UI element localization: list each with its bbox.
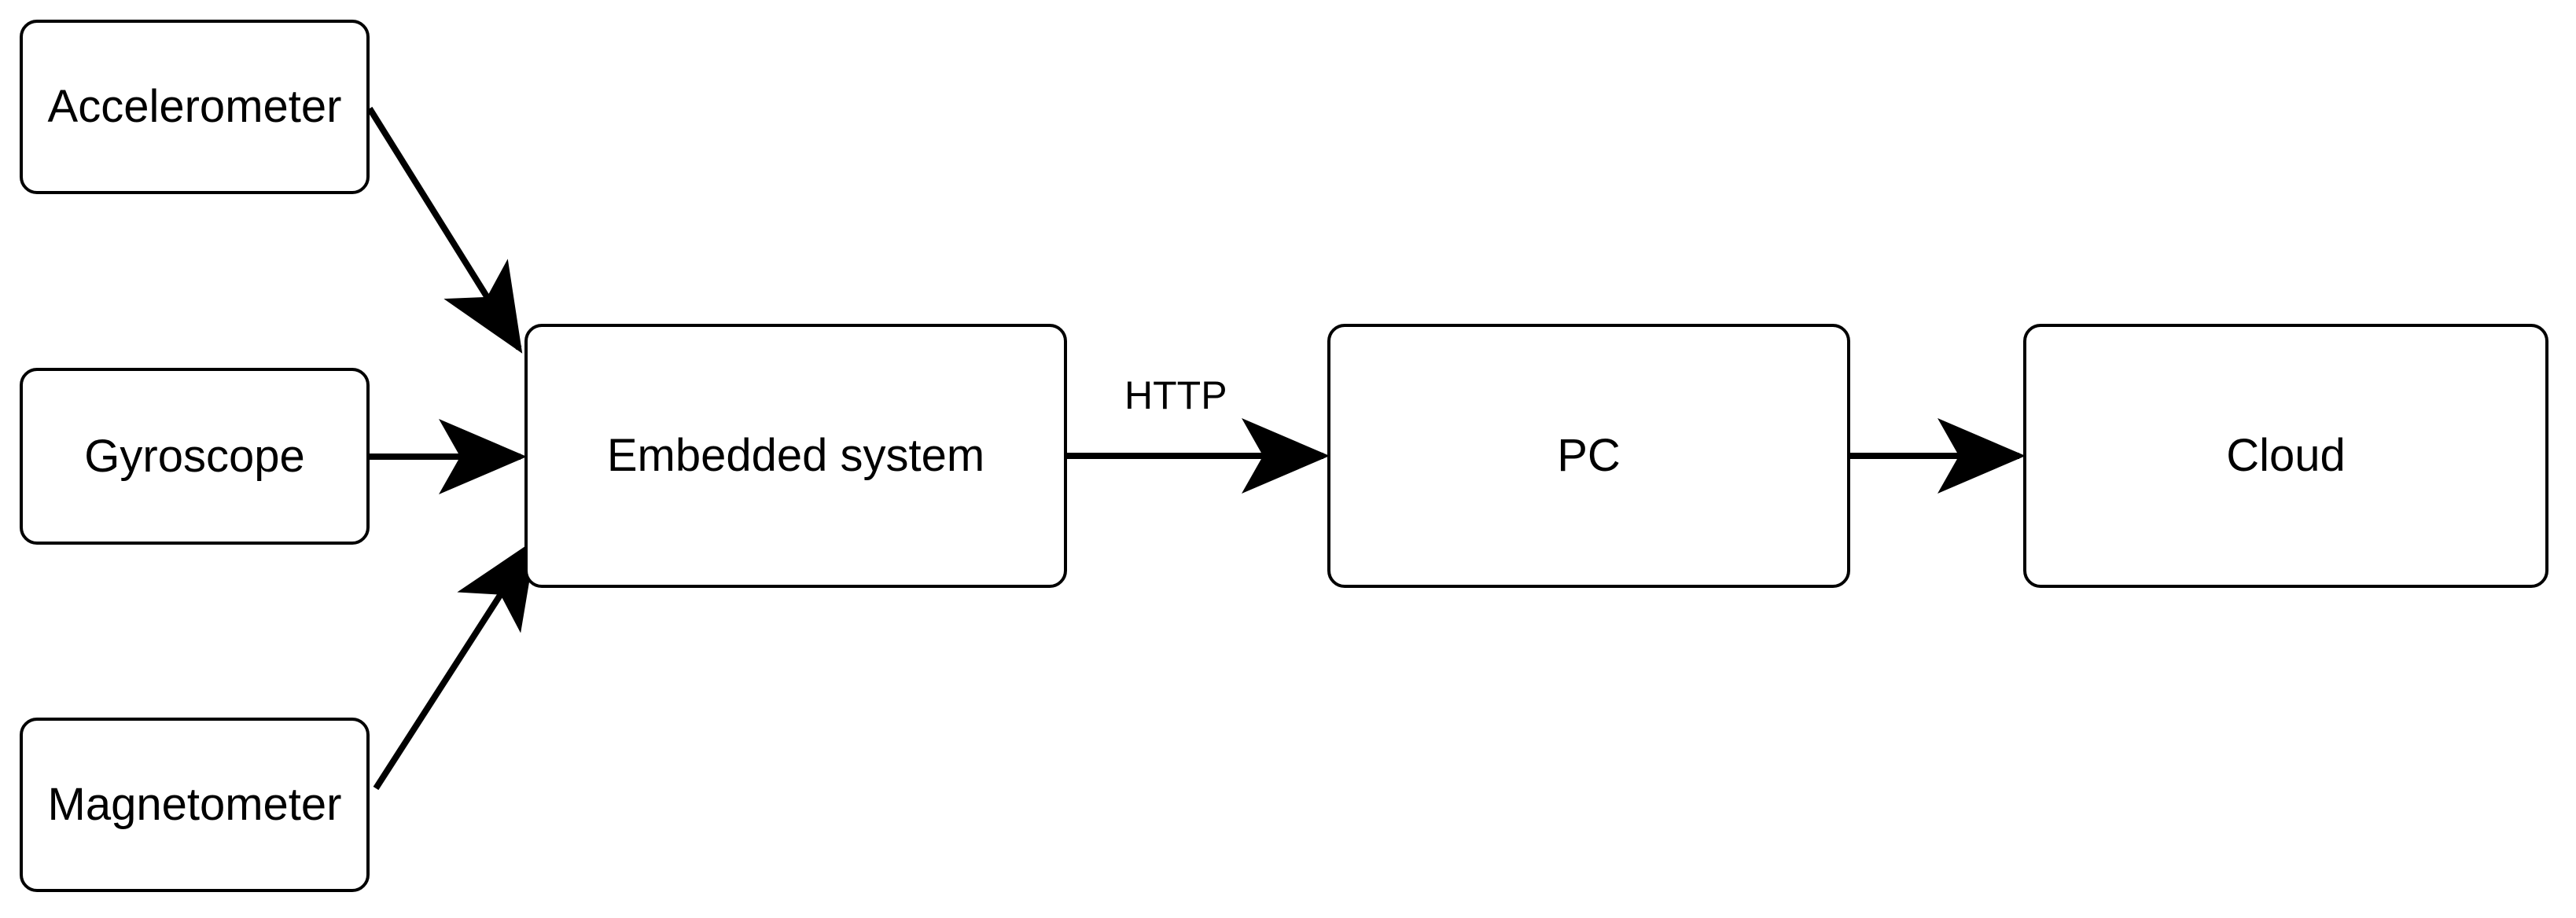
node-cloud[interactable]: Cloud: [2023, 324, 2548, 588]
edge-label-http-text: HTTP: [1124, 373, 1227, 417]
node-embedded-system[interactable]: Embedded system: [524, 324, 1067, 588]
node-embedded-system-label: Embedded system: [606, 430, 985, 481]
edge-accelerometer-to-embedded: [366, 106, 523, 354]
node-accelerometer[interactable]: Accelerometer: [20, 20, 370, 194]
node-magnetometer[interactable]: Magnetometer: [20, 718, 370, 892]
edge-label-http: HTTP: [1120, 376, 1232, 415]
node-pc-label: PC: [1557, 430, 1621, 481]
node-pc[interactable]: PC: [1327, 324, 1850, 588]
node-gyroscope[interactable]: Gyroscope: [20, 368, 370, 545]
node-cloud-label: Cloud: [2226, 430, 2346, 481]
node-magnetometer-label: Magnetometer: [47, 779, 342, 830]
node-accelerometer-label: Accelerometer: [47, 81, 342, 132]
edge-magnetometer-to-embedded: [373, 538, 537, 791]
node-gyroscope-label: Gyroscope: [84, 430, 305, 482]
